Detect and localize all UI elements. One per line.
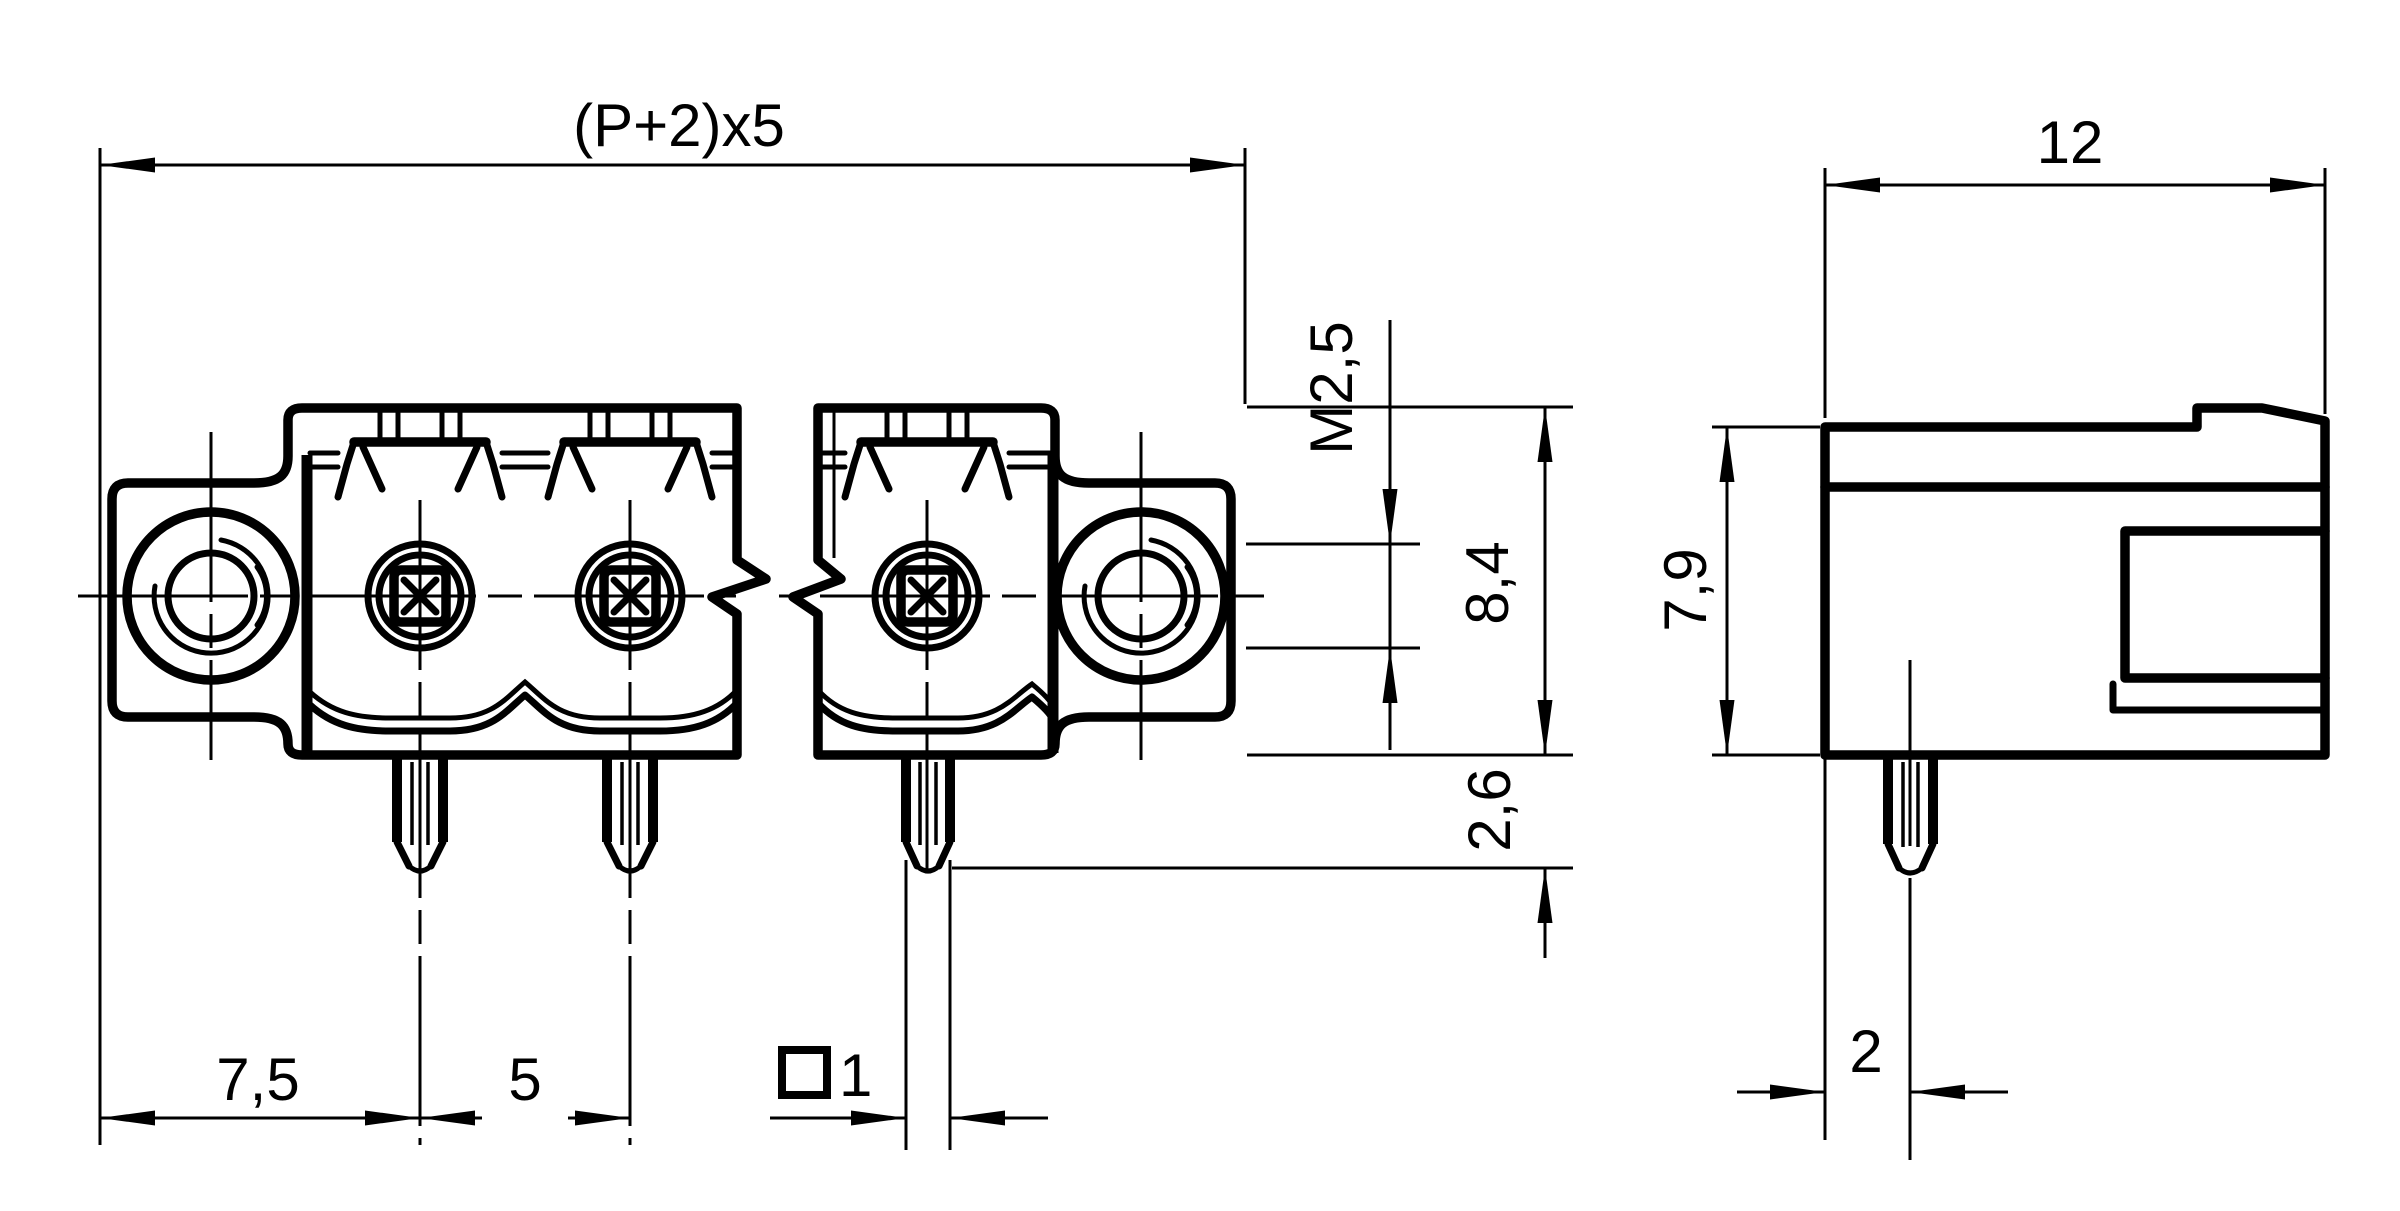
- solder-pin-3: [901, 757, 955, 874]
- clamp-screw-1: [364, 540, 476, 652]
- dim-screw-thread: M2,5: [1298, 320, 1398, 750]
- dim-side-depth: 12: [1825, 109, 2325, 193]
- centerlines: [78, 432, 1264, 1145]
- side-dimensions: 12 7,9 2: [1652, 109, 2327, 1140]
- dim-pin-pitch: 5: [420, 1046, 630, 1126]
- dim-label-side-height: 7,9: [1652, 548, 1719, 631]
- side-solder-pin: [1883, 757, 1938, 876]
- side-view: 12 7,9 2: [1652, 109, 2330, 1160]
- side-socket-recess: [2120, 526, 2330, 683]
- dim-side-height: 7,9: [1652, 427, 1735, 755]
- dim-pin-square: 1: [770, 1042, 1048, 1126]
- funnel-position-1: [334, 405, 506, 501]
- dim-pin-offset: 2: [1737, 1018, 2008, 1100]
- dim-label-pin-offset: 2: [1849, 1018, 1882, 1085]
- clamp-funnels: [307, 405, 1055, 501]
- front-dimensions: (P+2)x5 7,5 5 1: [98, 92, 1573, 1150]
- dim-label-pin-protrusion: 2,6: [1456, 768, 1523, 851]
- dim-edge-to-first-pin: 7,5: [100, 1046, 420, 1126]
- dim-label-side-depth: 12: [2037, 109, 2104, 176]
- dim-label-body-height: 8,4: [1454, 541, 1521, 624]
- square-section-symbol-icon: [778, 1046, 831, 1099]
- clamp-screw-3: [871, 540, 983, 652]
- mounting-hole-left: [122, 507, 300, 685]
- funnel-bridge-lines: [307, 450, 1055, 470]
- dim-body-height: 8,4: [1454, 407, 1553, 755]
- dim-overall-width: (P+2)x5: [100, 92, 1245, 173]
- front-view: (P+2)x5 7,5 5 1: [78, 92, 1573, 1150]
- dim-pin-protrusion: 2,6: [1456, 768, 1553, 958]
- dim-label-overall-width: (P+2)x5: [573, 92, 785, 159]
- dim-label-edge-to-first-pin: 7,5: [216, 1046, 299, 1113]
- solder-pin-1: [392, 757, 448, 874]
- mounting-hole-right: [1052, 507, 1230, 685]
- dim-label-pin-square-size: 1: [839, 1042, 872, 1109]
- funnel-position-3: [841, 405, 1013, 501]
- side-lower-step: [2109, 680, 2329, 714]
- dim-label-pin-pitch: 5: [508, 1046, 541, 1113]
- body-outline-left-section: [107, 403, 771, 760]
- side-body-outline: [1820, 403, 2330, 760]
- funnel-position-2: [544, 405, 716, 501]
- solder-pin-2: [602, 757, 658, 874]
- clamp-screw-2: [574, 540, 686, 652]
- dim-label-screw-thread: M2,5: [1298, 321, 1365, 454]
- scallop-contour: [306, 678, 1057, 735]
